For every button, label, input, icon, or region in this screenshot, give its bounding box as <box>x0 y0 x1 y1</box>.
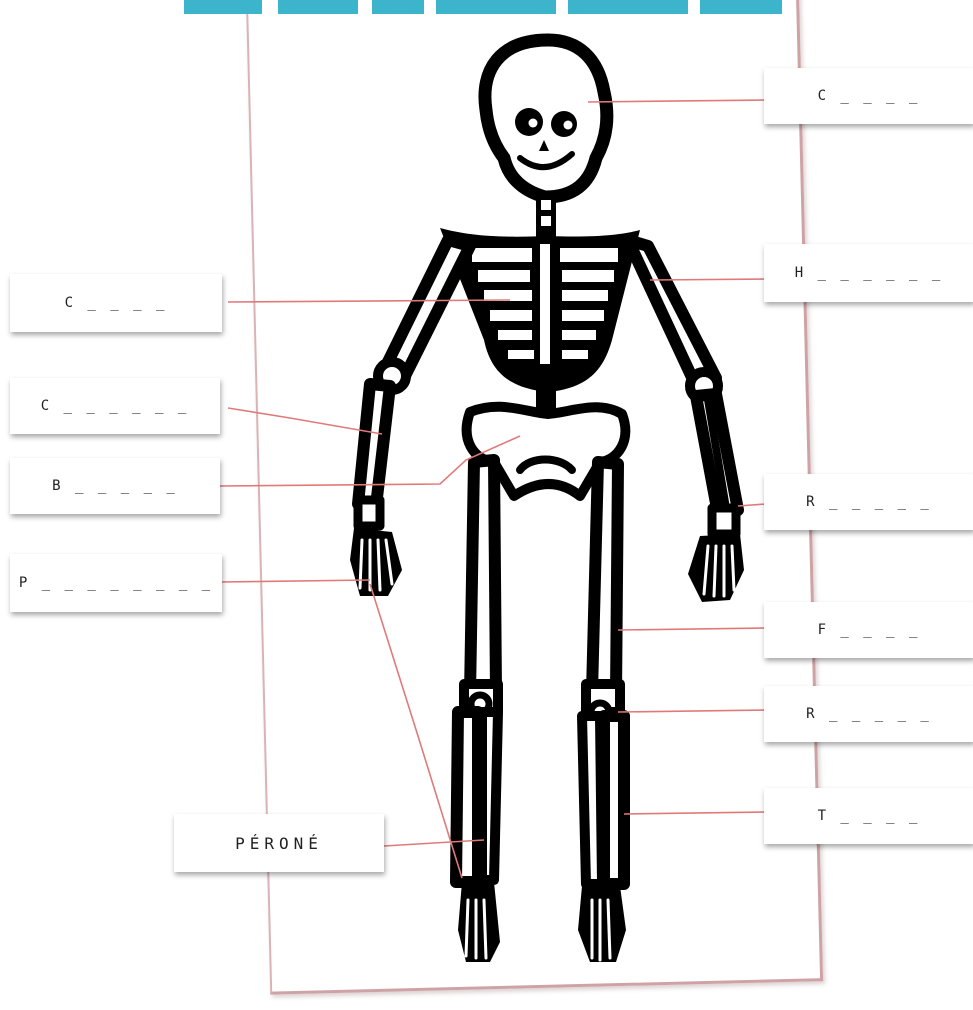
label-femur[interactable]: F _ _ _ _ <box>764 602 973 658</box>
leg-left <box>456 460 500 962</box>
skull <box>485 40 607 197</box>
leader-line-humerus <box>650 279 766 280</box>
label-humerus-text: H _ _ _ _ _ _ <box>795 265 944 281</box>
label-forearm-text: B _ _ _ _ _ <box>52 478 178 494</box>
label-wrist[interactable]: R _ _ _ _ _ <box>764 474 973 530</box>
label-knee-text: R _ _ _ _ _ <box>806 706 932 722</box>
label-ribcage[interactable]: C _ _ _ _ <box>10 274 222 332</box>
leader-line-hand <box>218 580 370 582</box>
label-fibula[interactable]: PÉRONÉ <box>174 814 384 872</box>
hand-left <box>350 528 402 596</box>
label-forearm[interactable]: B _ _ _ _ _ <box>10 458 220 514</box>
foot-left <box>458 882 500 962</box>
label-elbow[interactable]: C _ _ _ _ _ _ <box>10 378 220 434</box>
arm-left <box>350 240 470 596</box>
leader-line-knee <box>618 710 766 712</box>
label-wrist-text: R _ _ _ _ _ <box>806 494 932 510</box>
label-knee[interactable]: R _ _ _ _ _ <box>764 686 973 742</box>
label-ribcage-text: C _ _ _ _ <box>65 295 168 311</box>
spine <box>536 388 556 410</box>
label-hand-text: P _ _ _ _ _ _ _ _ <box>19 575 213 591</box>
leader-line-ribcage <box>228 300 510 302</box>
leader-line-skull <box>588 100 766 102</box>
label-tibia[interactable]: T _ _ _ _ <box>764 788 973 844</box>
label-femur-text: F _ _ _ _ <box>818 622 921 638</box>
skeleton-figure <box>350 40 744 962</box>
label-tibia-text: T _ _ _ _ <box>818 808 921 824</box>
label-fibula-text: PÉRONÉ <box>235 834 323 853</box>
label-humerus[interactable]: H _ _ _ _ _ _ <box>764 244 973 302</box>
leader-line-tibia <box>624 812 766 814</box>
label-elbow-text: C _ _ _ _ _ _ <box>41 398 190 414</box>
label-skull[interactable]: C _ _ _ _ <box>764 68 973 124</box>
label-skull-text: C _ _ _ _ <box>818 88 921 104</box>
label-hand[interactable]: P _ _ _ _ _ _ _ _ <box>10 554 222 612</box>
leader-line-elbow <box>228 408 382 434</box>
arm-right <box>628 240 744 602</box>
leader-line-femur <box>618 628 766 630</box>
foot-right <box>578 886 626 962</box>
